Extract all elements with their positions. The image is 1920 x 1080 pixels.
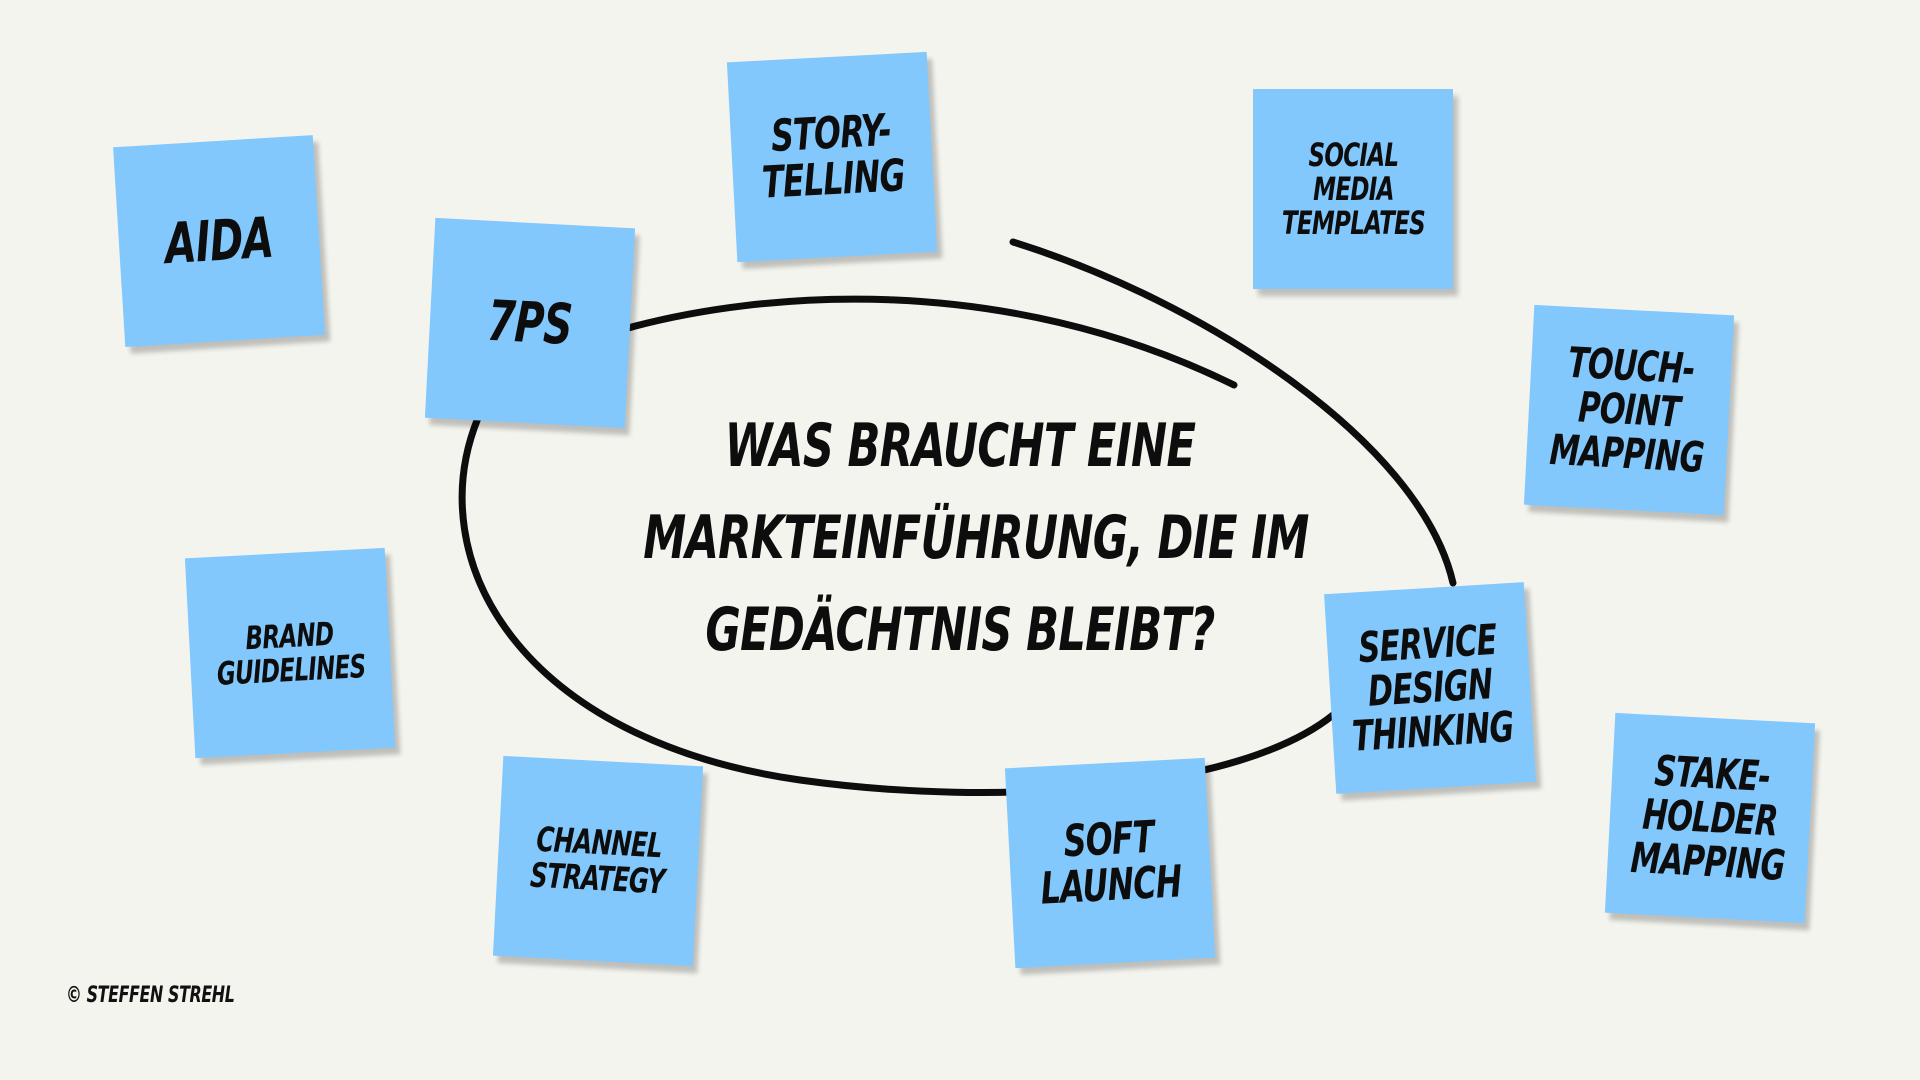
sticky-note-aida[interactable]: AIDA — [113, 135, 325, 347]
sticky-note-service-design-thinking[interactable]: SERVICE DESIGN THINKING — [1324, 582, 1536, 794]
sticky-note-stakeholder-mapping[interactable]: STAKE- HOLDER MAPPING — [1604, 712, 1816, 924]
sticky-note-label: AIDA — [163, 205, 275, 277]
sticky-note-brand-guidelines[interactable]: BRAND GUIDELINES — [184, 547, 396, 759]
sticky-note-label: CHANNEL STRATEGY — [528, 819, 666, 903]
sticky-note-label: SERVICE DESIGN THINKING — [1350, 614, 1515, 761]
sticky-note-storytelling[interactable]: STORY- TELLING — [726, 51, 938, 263]
question-line-1: WAS BRAUCHT EINE — [724, 411, 1196, 481]
copyright-credit: © STEFFEN STREHL — [66, 983, 235, 1008]
sticky-note-label: BRAND GUIDELINES — [215, 614, 367, 693]
sticky-note-label: STORY- TELLING — [760, 104, 906, 209]
sticky-note-label: SOFT LAUNCH — [1039, 811, 1183, 915]
sticky-note-soft-launch[interactable]: SOFT LAUNCH — [1004, 757, 1216, 969]
sticky-note-label: STAKE- HOLDER MAPPING — [1629, 746, 1786, 890]
sticky-note-label: SOCIAL MEDIA TEMPLATES — [1281, 136, 1425, 242]
sticky-note-social-media-templates[interactable]: SOCIAL MEDIA TEMPLATES — [1253, 89, 1453, 289]
sticky-note-label: 7Ps — [486, 288, 574, 358]
sticky-note-touchpoint-mapping[interactable]: TOUCH- POINT MAPPING — [1523, 304, 1735, 516]
question-line-3: GEDÄCHTNIS BLEIBT? — [705, 595, 1215, 665]
sticky-note-7ps[interactable]: 7Ps — [424, 217, 636, 429]
central-question: WAS BRAUCHT EINE MARKTEINFÜHRUNG, DIE IM… — [643, 400, 1309, 676]
question-line-2: MARKTEINFÜHRUNG, DIE IM — [643, 503, 1309, 573]
sticky-note-label: TOUCH- POINT MAPPING — [1548, 337, 1705, 482]
sticky-note-channel-strategy[interactable]: CHANNEL STRATEGY — [492, 755, 704, 967]
